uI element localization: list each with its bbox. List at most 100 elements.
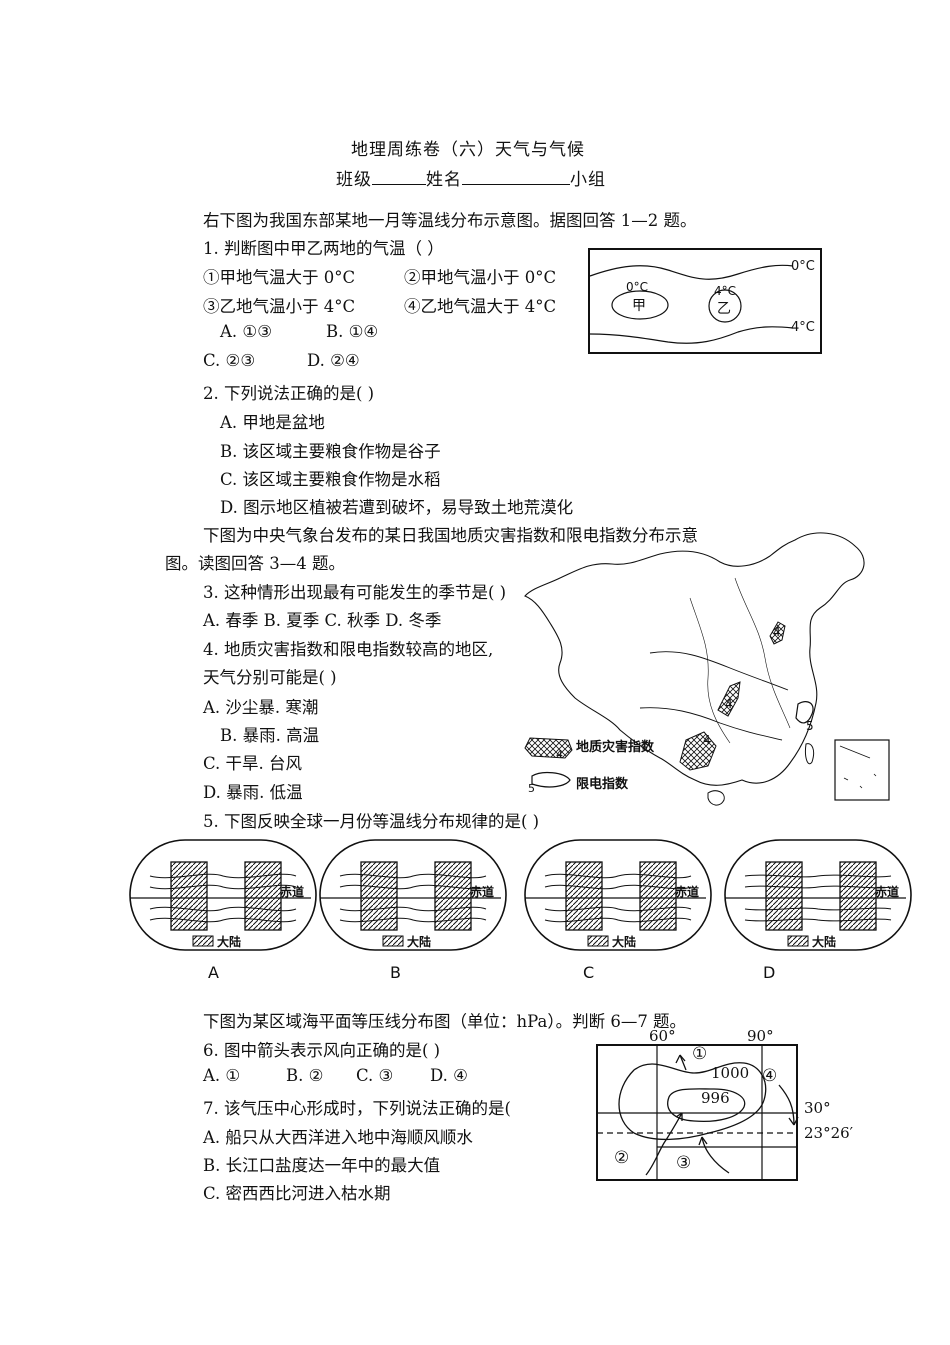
q4-option-b[interactable]: B. 暴雨. 高温 [220,726,320,745]
q1-statement-1: ①甲地气温大于 0°C [203,268,356,287]
class-field[interactable] [372,168,426,185]
continent-legend-label: 大陆 [812,934,836,949]
q7-option-b[interactable]: B. 长江口盐度达一年中的最大值 [203,1156,441,1175]
q1-option-b[interactable]: B. ①④ [326,322,379,341]
q2-option-c[interactable]: C. 该区域主要粮食作物是水稻 [220,470,441,489]
legend-hazard-num: 4 [556,748,563,761]
isotherm-0c-label: 0°C [791,259,815,274]
q4-option-c[interactable]: C. 干旱. 台风 [203,754,303,773]
q6-option-b[interactable]: B. ② [286,1066,324,1085]
intro-q1-2: 右下图为我国东部某地一月等温线分布示意图。据图回答 1—2 题。 [203,211,697,230]
q2-option-d[interactable]: D. 图示地区植被若遭到破坏，易导致土地荒漠化 [220,498,574,517]
q3-options[interactable]: A. 春季 B. 夏季 C. 秋季 D. 冬季 [203,611,442,630]
globe-option-label: A [208,963,219,982]
name-field[interactable] [462,168,570,185]
isotherm-line [544,917,692,923]
isotherm-line [744,874,892,878]
arrow-3 [701,1136,730,1174]
q7-option-c[interactable]: C. 密西西比河进入枯水期 [203,1184,391,1203]
q2-stem: 2. 下列说法正确的是( ) [203,384,375,403]
south-sea-inset [834,739,890,801]
isotherm-line [149,873,297,879]
arrow-1 [679,1054,687,1071]
legend-power-label: 限电指数 [576,776,629,792]
q6-option-c[interactable]: C. ③ [356,1066,394,1085]
class-label: 班级 [336,170,372,190]
student-info-line: 班级 姓名 小组 [336,165,606,190]
hazard-zone-central [717,681,741,717]
q2-option-a[interactable]: A. 甲地是盆地 [220,413,325,432]
marker-2: ② [614,1148,629,1168]
q2-option-b[interactable]: B. 该区域主要粮食作物是谷子 [220,442,441,461]
river-1 [649,651,789,691]
taiwan-island [805,743,815,765]
continent-legend-swatch [787,935,809,947]
inset-coast [839,745,877,789]
isobar-1000 [618,1062,767,1141]
isotherm-line [149,906,297,912]
q3-stem: 3. 这种情形出现最有可能发生的季节是( ) [203,583,507,602]
intro-q3-4-line1: 下图为中央气象台发布的某日我国地质灾害指数和限电指数分布示意 [203,526,698,545]
isotherm-frame [588,248,822,354]
place-yi: 乙 [717,301,731,317]
continent-legend-swatch [192,935,214,947]
place-jia: 甲 [632,298,646,314]
isotherm-line [339,917,487,923]
jia-isotherm [611,290,669,320]
q6-option-a[interactable]: A. ① [203,1066,241,1085]
isotherm-line [744,907,892,911]
arrow-4 [778,1084,795,1126]
isotherm-line [544,873,692,879]
continent-east [839,861,877,931]
q7-option-a[interactable]: A. 船只从大西洋进入地中海顺风顺水 [203,1128,473,1147]
isobar-1000-label: 1000 [711,1064,749,1082]
lat-2326-label: 23°26′ [804,1124,854,1142]
lon-60-label: 60° [649,1027,676,1045]
intro-q6-7: 下图为某区域海平面等压线分布图（单位：hPa）。判断 6—7 题。 [203,1012,687,1031]
page-title: 地理周练卷（六）天气与气候 [351,140,585,160]
q4-stem-line2: 天气分别可能是( ) [203,668,337,687]
name-label: 姓名 [426,170,462,190]
q1-stem: 1. 判断图中甲乙两地的气温（ ） [203,239,444,258]
q4-stem-line1: 4. 地质灾害指数和限电指数较高的地区, [203,640,494,659]
yi-isotherm [708,289,742,323]
isotherm-line [744,885,892,889]
equator-label: 赤道 [470,884,494,899]
q1-option-c[interactable]: C. ②③ [203,351,256,370]
continent-west [765,861,803,931]
q4-option-d[interactable]: D. 暴雨. 低温 [203,783,303,802]
hazard-zone-north [769,621,786,645]
province-line-1 [689,597,731,744]
yi-center-label: 4°C [714,284,736,298]
continent-legend-label: 大陆 [217,934,241,949]
equator-label: 赤道 [675,884,699,899]
legend-power-swatch [531,771,571,788]
isotherm-0c-line [589,264,794,280]
continent-legend-label: 大陆 [612,934,636,949]
continent-legend-swatch [587,935,609,947]
equator-label: 赤道 [875,884,899,899]
q1-statement-2: ②甲地气温小于 0°C [404,268,557,287]
globe-option-label: C [583,963,594,982]
q1-option-d[interactable]: D. ②④ [307,351,360,370]
map-mark-5: 5 [806,719,814,733]
q6-option-d[interactable]: D. ④ [430,1066,468,1085]
globe-option-label: D [763,963,775,982]
q6-stem: 6. 图中箭头表示风向正确的是( ) [203,1041,441,1060]
q4-option-a[interactable]: A. 沙尘暴. 寒潮 [203,698,319,717]
group-label: 小组 [570,170,606,190]
q7-stem: 7. 该气压中心形成时，下列说法正确的是( [203,1099,511,1118]
q1-statement-3: ③乙地气温小于 4°C [203,297,356,316]
q1-option-a[interactable]: A. ①③ [220,322,272,341]
isotherm-figure: 0°C 4°C 0°C 4°C 甲 乙 [588,248,822,354]
isotherm-line [744,918,892,922]
marker-3: ③ [676,1153,691,1173]
map-mark-4-south: 4 [703,733,711,747]
lon-90-label: 90° [747,1027,774,1045]
equator-label: 赤道 [280,884,304,899]
